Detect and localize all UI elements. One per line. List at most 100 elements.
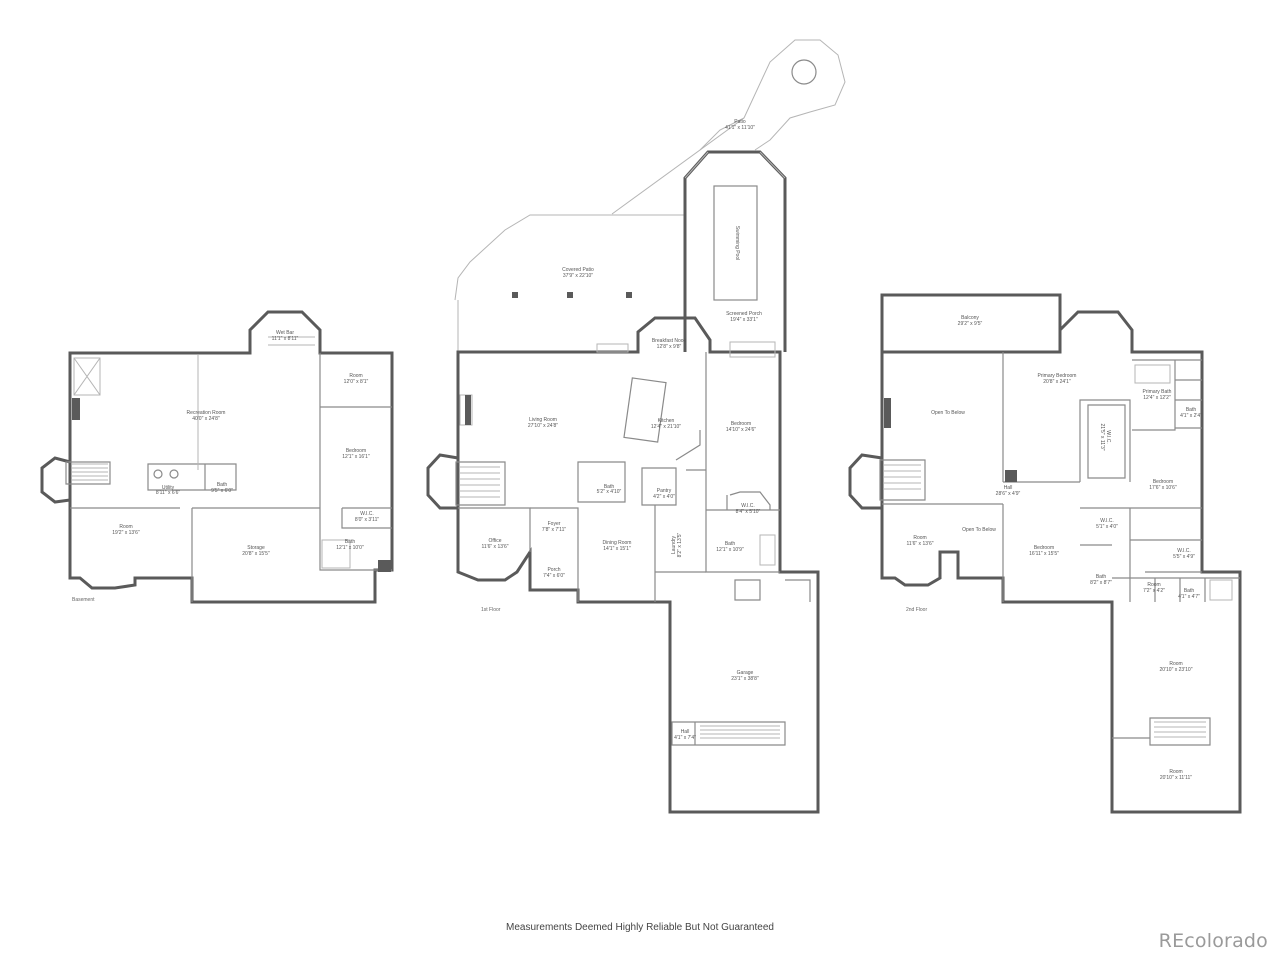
first-screened-porch-name: Screened Porch — [726, 311, 762, 317]
basement-wet-bar-name: Wet Bar — [276, 330, 294, 336]
first-bath-small-name: Bath — [604, 484, 615, 490]
basement-room-b-size: 19'2" x 13'6" — [112, 530, 140, 536]
first-office-name: Office — [489, 538, 502, 544]
first-garage-size: 23'1" x 38'8" — [731, 676, 759, 682]
first-covered-patio-size: 37'9" x 22'10" — [563, 273, 593, 279]
first-foyer-name: Foyer — [548, 521, 561, 527]
first-porch-name: Porch — [547, 567, 560, 573]
first-kitchen-size: 12'4" x 21'10" — [651, 424, 681, 430]
first-floor-plan — [426, 39, 846, 814]
basement-utility-size: 8'11" x 6'6" — [156, 490, 180, 496]
second-bedroom-a-name: Bedroom — [1153, 479, 1173, 485]
first-dining-size: 14'1" x 15'1" — [603, 546, 631, 552]
basement-floor-label: Basement — [72, 597, 95, 603]
second-primary-bedroom-name: Primary Bedroom — [1038, 373, 1077, 379]
basement-storage-size: 20'8" x 15'5" — [242, 551, 270, 557]
second-bath-a-size: 4'1" x 2'4" — [1180, 413, 1202, 419]
basement-bath-b-name: Bath — [345, 539, 356, 545]
second-room-b-name: Room — [1147, 582, 1160, 588]
first-pantry-size: 4'2" x 4'0" — [653, 494, 675, 500]
basement-bedroom-name: Bedroom — [346, 448, 366, 454]
first-bath-size: 12'1" x 10'9" — [716, 547, 744, 553]
first-breakfast-nook-size: 12'8" x 9'8" — [657, 344, 682, 350]
second-open-below-a: Open To Below — [931, 410, 965, 416]
second-room-a-name: Room — [913, 535, 926, 541]
second-primary-bath-size: 12'4" x 12'2" — [1143, 395, 1171, 401]
basement-utility-name: Utility — [162, 485, 175, 491]
second-bath-c-name: Bath — [1184, 588, 1195, 594]
second-balcony-name: Balcony — [961, 315, 979, 321]
first-laundry-name: Laundry — [671, 535, 677, 554]
second-wic-a-name: W.I.C. — [1105, 430, 1111, 444]
second-bath-b-size: 8'2" x 8'7" — [1090, 580, 1112, 586]
first-bath-name: Bath — [725, 541, 736, 547]
first-bedroom-name: Bedroom — [731, 421, 751, 427]
second-lower-room-size: 20'10" x 11'11" — [1160, 775, 1192, 781]
first-bath-small-size: 5'2" x 4'10" — [597, 489, 622, 495]
first-foyer-size: 7'8" x 7'11" — [542, 527, 566, 533]
basement-wic-size: 8'0" x 3'11" — [355, 517, 379, 523]
measurement-disclaimer: Measurements Deemed Highly Reliable But … — [506, 922, 774, 933]
second-bath-a-name: Bath — [1186, 407, 1197, 413]
basement-recreation-name: Recreation Room — [187, 410, 226, 416]
second-open-below-b: Open To Below — [962, 527, 996, 533]
second-floor-plan — [848, 293, 1242, 814]
basement-room-a-name: Room — [349, 373, 362, 379]
first-laundry-size: 8'2" x 13'5" — [677, 532, 683, 557]
first-dining-name: Dining Room — [603, 540, 632, 546]
first-garage-name: Garage — [737, 670, 754, 676]
basement-room-a-size: 12'0" x 8'1" — [344, 379, 369, 385]
second-room-b-size: 7'2" x 4'2" — [1143, 588, 1165, 594]
second-bedroom-b-size: 16'11" x 15'5" — [1029, 551, 1059, 557]
second-bonus-room-name: Room — [1169, 661, 1182, 667]
second-bath-c-size: 4'1" x 4'7" — [1178, 594, 1200, 600]
first-porch-size: 7'4" x 6'0" — [543, 573, 565, 579]
basement-room-b-name: Room — [119, 524, 132, 530]
first-covered-patio-name: Covered Patio — [562, 267, 594, 273]
basement-wet-bar-size: 11'1" x 8'11" — [272, 336, 299, 342]
second-hall-name: Hall — [1004, 485, 1013, 491]
second-lower-room-name: Room — [1169, 769, 1182, 775]
second-wic-c-size: 5'5" x 4'9" — [1173, 554, 1195, 560]
first-breakfast-nook-name: Breakfast Nook — [652, 338, 687, 344]
first-pool-name: Swimming Pool — [734, 226, 740, 260]
basement-wic-name: W.I.C. — [360, 511, 374, 517]
basement-plan — [40, 310, 394, 604]
first-patio-size: 41'1" x 11'10" — [725, 125, 755, 131]
second-bath-b-name: Bath — [1096, 574, 1107, 580]
first-patio-name: Patio — [734, 119, 746, 125]
second-room-a-size: 11'6" x 13'6" — [906, 541, 933, 547]
first-pantry-name: Pantry — [657, 488, 672, 494]
basement-bath-a-name: Bath — [217, 482, 228, 488]
first-screened-porch-size: 19'4" x 33'1" — [730, 317, 758, 323]
second-bedroom-a-size: 17'6" x 10'6" — [1149, 485, 1177, 491]
first-hall-name: Hall — [681, 729, 690, 735]
first-hall-size: 4'1" x 7'4" — [674, 735, 696, 741]
first-living-size: 27'10" x 24'8" — [528, 423, 558, 429]
basement-bath-a-size: 9'5" x 6'0" — [211, 488, 233, 494]
first-living-name: Living Room — [529, 417, 557, 423]
first-wic-name: W.I.C. — [741, 503, 755, 509]
second-bonus-room-size: 20'10" x 23'10" — [1160, 667, 1193, 673]
basement-bath-b-size: 12'1" x 10'0" — [336, 545, 364, 551]
basement-storage-name: Storage — [247, 545, 265, 551]
second-wic-a-size: 21'5" x 11'3" — [1099, 423, 1105, 450]
second-wic-c-name: W.I.C. — [1177, 548, 1191, 554]
second-floor-label: 2nd Floor — [906, 607, 927, 613]
basement-bedroom-size: 12'1" x 16'1" — [342, 454, 370, 460]
second-hall-size: 28'6" x 4'9" — [996, 491, 1021, 497]
second-wic-b-name: W.I.C. — [1100, 518, 1114, 524]
first-wic-size: 8'4" x 5'10" — [736, 509, 761, 515]
recolorado-watermark: REcolorado — [1158, 930, 1268, 952]
second-balcony-size: 29'2" x 9'5" — [958, 321, 983, 327]
first-bedroom-size: 14'10" x 24'6" — [726, 427, 756, 433]
second-primary-bedroom-size: 20'8" x 24'1" — [1043, 379, 1071, 385]
second-bedroom-b-name: Bedroom — [1034, 545, 1054, 551]
basement-recreation-size: 40'0" x 24'8" — [192, 416, 220, 422]
first-kitchen-name: Kitchen — [658, 418, 675, 424]
second-primary-bath-name: Primary Bath — [1143, 389, 1172, 395]
first-office-size: 11'6" x 13'6" — [481, 544, 508, 550]
first-floor-label: 1st Floor — [481, 607, 501, 613]
second-wic-b-size: 5'1" x 4'0" — [1096, 524, 1118, 530]
